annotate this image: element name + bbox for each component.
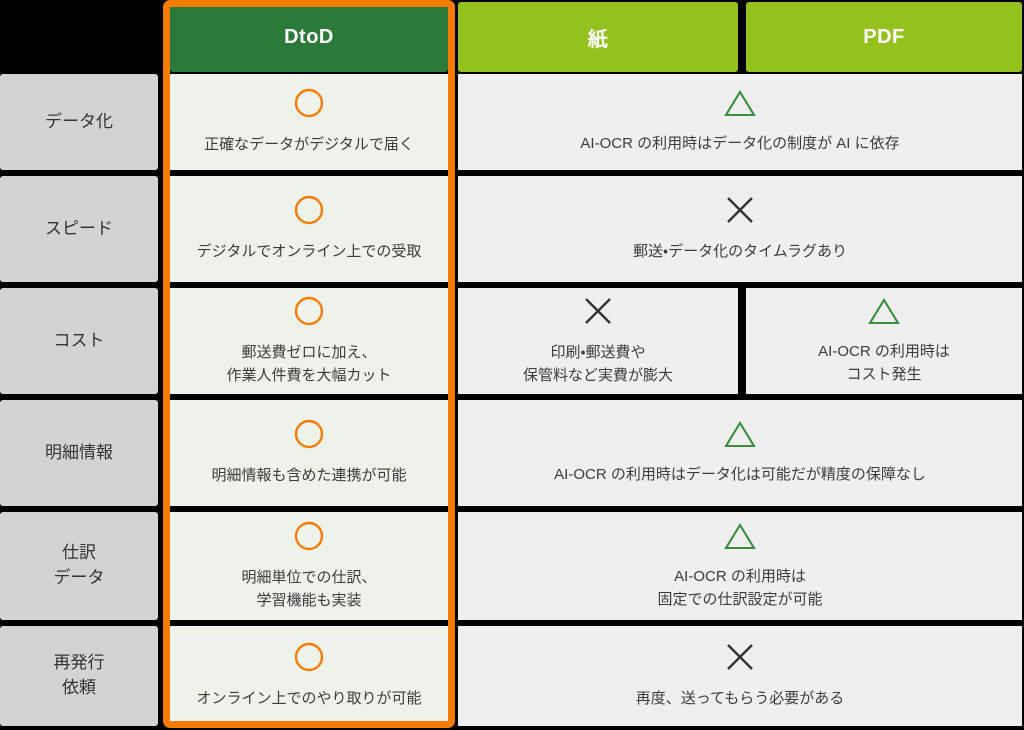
cell-paper-pdf-merged: AI-OCR の利用時はデータ化は可能だが精度の保障なし [458,400,1022,506]
cell-pdf: AI-OCR の利用時は コスト発生 [746,288,1022,394]
circle-mark-icon [293,295,325,327]
circle-mark-icon [293,520,325,552]
cell-dtod: オンライン上でのやり取りが可能 [170,626,448,726]
row-label-text: スピード [45,218,113,238]
cell-dtod: 明細単位での仕訳、 学習機能も実装 [170,512,448,620]
cell-description: 明細単位での仕訳、 学習機能も実装 [241,568,377,609]
cell-description: 再度、送ってもらう必要がある [635,690,845,708]
cell-dtod: 明細情報も含めた連携が可能 [170,400,448,506]
cross-mark-icon [724,194,756,226]
cross-mark-icon [582,295,614,327]
cell-description: 明細情報も含めた連携が可能 [211,467,407,485]
circle-mark-icon [293,418,325,450]
row-label-text: データ化 [45,111,113,131]
column-header-pdf: PDF [746,2,1022,72]
cell-paper-pdf-merged: AI-OCR の利用時はデータ化の制度が AI に依存 [458,74,1022,170]
column-header-paper-label: 紙 [587,28,609,51]
cell-dtod: 正確なデータがデジタルで届く [170,74,448,170]
cell-paper: 印刷・郵送費や 保管料など実費が膨大 [458,288,738,394]
triangle-mark-icon [723,521,757,551]
column-header-dtod-label: DtoD [284,25,334,48]
cell-description: 印刷・郵送費や 保管料など実費が膨大 [522,343,673,384]
cell-dtod: 郵送費ゼロに加え、 作業人件費を大幅カット [170,288,448,394]
cell-description: デジタルでオンライン上での受取 [196,243,422,261]
cell-paper-pdf-merged: AI-OCR の利用時は 固定での仕訳設定が可能 [458,512,1022,620]
cell-paper-pdf-merged: 再度、送ってもらう必要がある [458,626,1022,726]
cell-description: 正確なデータがデジタルで届く [204,136,414,154]
circle-mark-icon [293,194,325,226]
row-label-text: 明細情報 [45,442,113,462]
row-label: データ化 [0,74,158,170]
column-header-dtod: DtoD [170,2,448,72]
cell-description: AI-OCR の利用時は 固定での仕訳設定が可能 [657,567,823,608]
circle-mark-icon [293,641,325,673]
cell-description: AI-OCR の利用時はデータ化の制度が AI に依存 [580,135,900,153]
column-header-paper: 紙 [458,2,738,72]
row-label-text: コスト [53,330,105,350]
row-label: 再発行 依頼 [0,626,158,726]
triangle-mark-icon [723,88,757,118]
row-label: 明細情報 [0,400,158,506]
table-corner-cell [0,2,158,72]
cell-description: AI-OCR の利用時はデータ化は可能だが精度の保障なし [554,466,926,484]
row-label: スピード [0,176,158,282]
cell-description: 郵送費ゼロに加え、 作業人件費を大幅カット [226,343,392,384]
cross-mark-icon [724,641,756,673]
column-header-pdf-label: PDF [863,25,905,48]
cell-paper-pdf-merged: 郵送・データ化のタイムラグあり [458,176,1022,282]
cell-description: AI-OCR の利用時は コスト発生 [818,342,950,383]
triangle-mark-icon [723,419,757,449]
circle-mark-icon [293,87,325,119]
cell-description: オンライン上でのやり取りが可能 [196,690,422,708]
cell-description: 郵送・データ化のタイムラグあり [632,243,848,261]
row-label: 仕訳 データ [0,512,158,620]
row-label-text: 仕訳 データ [53,543,105,587]
triangle-mark-icon [867,296,901,326]
row-label-text: 再発行 依頼 [53,653,105,697]
row-label: コスト [0,288,158,394]
cell-dtod: デジタルでオンライン上での受取 [170,176,448,282]
